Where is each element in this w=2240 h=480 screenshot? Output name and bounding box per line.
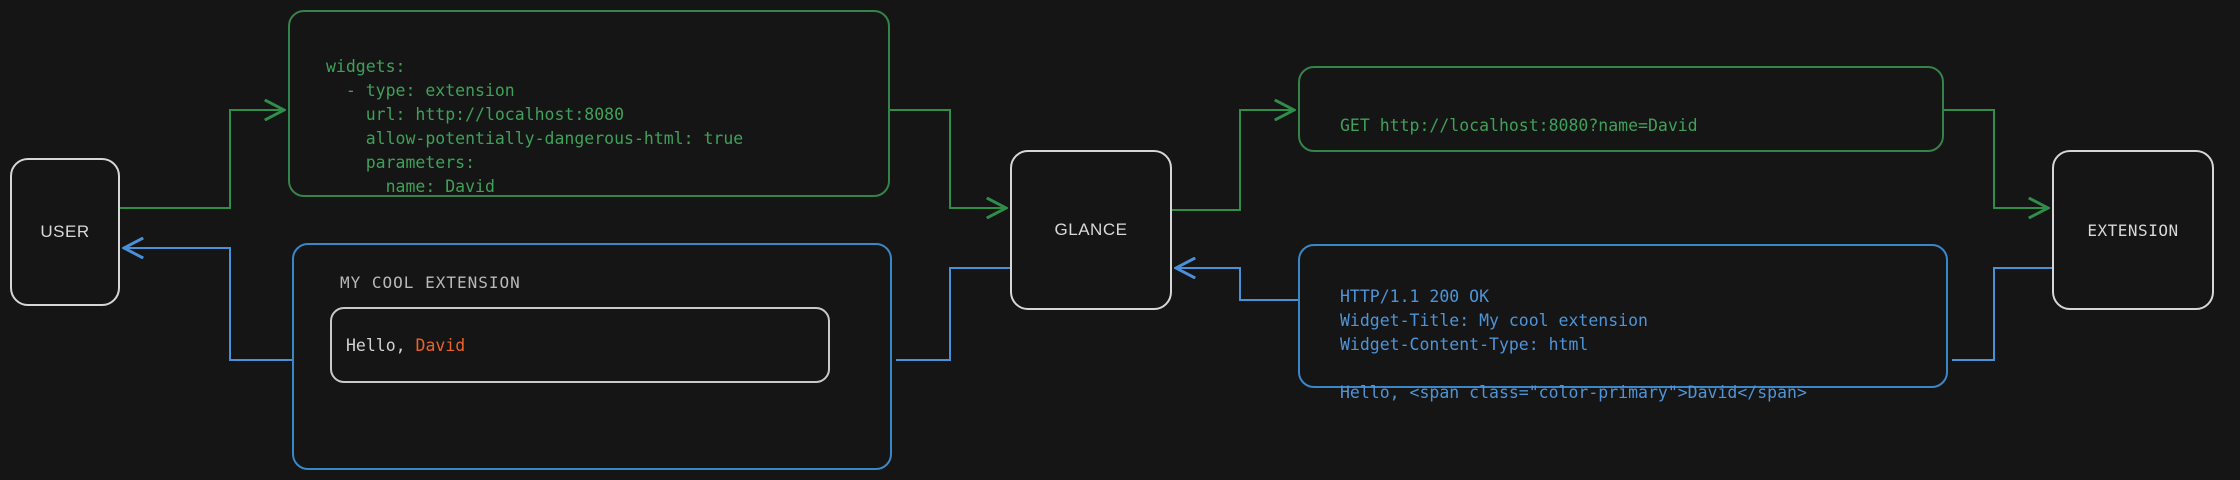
config-yaml-text: widgets: - type: extension url: http://l… xyxy=(326,56,744,196)
widget-title: MY COOL EXTENSION xyxy=(340,273,521,292)
widget-content-panel: Hello, David xyxy=(330,307,830,383)
http-request-box: GET http://localhost:8080?name=David xyxy=(1298,66,1944,152)
node-glance[interactable]: GLANCE xyxy=(1010,150,1172,310)
edge-config-to-glance xyxy=(890,109,1006,208)
http-response-box: HTTP/1.1 200 OK Widget-Title: My cool ex… xyxy=(1298,244,1948,402)
widget-body-accent: David xyxy=(415,336,466,355)
node-user[interactable]: USER xyxy=(10,158,120,306)
node-user-label: USER xyxy=(40,222,90,241)
node-extension-label: EXTENSION xyxy=(2087,220,2179,240)
widget-body: Hello, David xyxy=(346,336,465,355)
edge-widget-to-user xyxy=(124,248,292,361)
node-glance-label: GLANCE xyxy=(1054,220,1128,239)
node-extension[interactable]: EXTENSION xyxy=(2052,150,2214,310)
widget-body-prefix: Hello, xyxy=(346,336,416,355)
rendered-widget-box: MY COOL EXTENSION Hello, David xyxy=(292,243,892,470)
edge-glance-to-widget xyxy=(896,267,1010,361)
edge-response-to-glance xyxy=(1176,268,1298,301)
edge-user-to-config xyxy=(120,110,284,209)
edge-extension-to-response xyxy=(1952,267,2052,361)
config-yaml-box: widgets: - type: extension url: http://l… xyxy=(288,10,890,197)
edge-glance-to-request xyxy=(1172,110,1294,211)
http-response-text: HTTP/1.1 200 OK Widget-Title: My cool ex… xyxy=(1340,286,1807,402)
edge-request-to-extension xyxy=(1944,109,2048,208)
http-request-text: GET http://localhost:8080?name=David xyxy=(1340,115,1698,135)
